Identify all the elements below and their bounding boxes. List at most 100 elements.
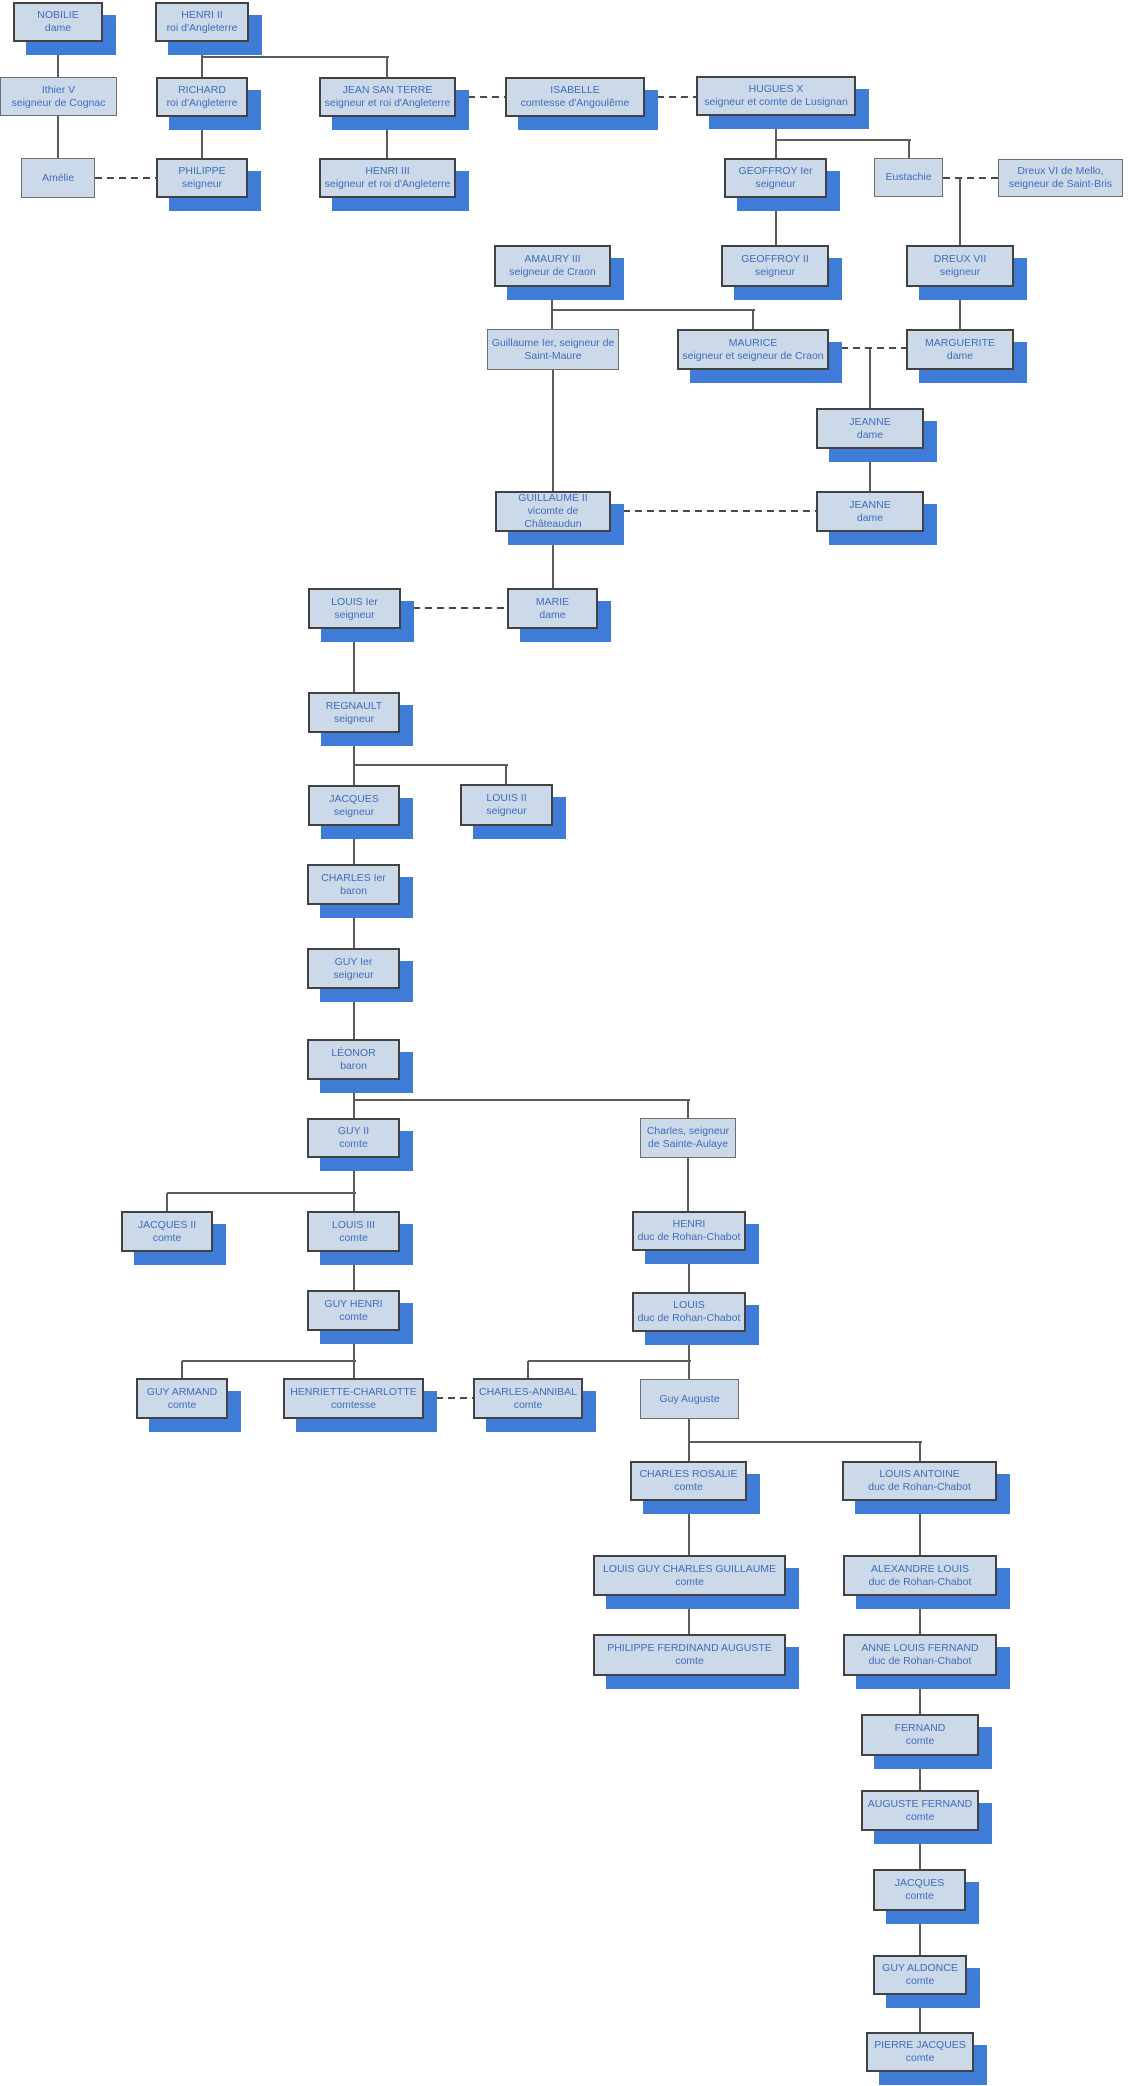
tree-node-charles-sainte-aulaye[interactable]: Charles, seigneur de Sainte-Aulaye (640, 1118, 736, 1158)
tree-node-louis-ii[interactable]: LOUIS II seigneur (460, 784, 553, 826)
tree-node-henri-ii[interactable]: HENRI II roi d'Angleterre (155, 2, 249, 42)
tree-node-geoffroy-ii[interactable]: GEOFFROY II seigneur (721, 245, 829, 287)
descent-connector-line (908, 140, 910, 158)
person-name: Guy Auguste (659, 1392, 720, 1405)
tree-node-guy-henri[interactable]: GUY HENRI comte (307, 1290, 400, 1331)
tree-node-fernand[interactable]: FERNAND comte (861, 1714, 979, 1756)
person-title: roi d'Angleterre (166, 97, 238, 109)
tree-node-philippe[interactable]: PHILIPPE seigneur (156, 158, 248, 198)
tree-node-guy-aldonce[interactable]: GUY ALDONCE comte (873, 1955, 967, 1995)
person-name: CHARLES ROSALIE (639, 1468, 738, 1480)
tree-node-pierre-jacques[interactable]: PIERRE JACQUES comte (866, 2032, 974, 2072)
person-name: MARGUERITE (924, 336, 995, 349)
descent-connector-line (353, 733, 355, 785)
tree-node-amaury-iii[interactable]: AMAURY III seigneur de Craon (494, 245, 611, 287)
person-name: Dreux VI de Mello, (1017, 165, 1104, 177)
tree-node-charles-ier[interactable]: CHARLES Ier baron (307, 864, 400, 905)
tree-node-marie[interactable]: MARIE dame (507, 588, 598, 629)
tree-node-jeanne-1[interactable]: JEANNE dame (816, 408, 924, 449)
tree-node-alexandre-louis[interactable]: ALEXANDRE LOUIS duc de Rohan-Chabot (843, 1555, 997, 1596)
person-name: HUGUES X (748, 83, 804, 95)
tree-node-louis-guy-charles-guillaume[interactable]: LOUIS GUY CHARLES GUILLAUME comte (593, 1555, 786, 1596)
person-name: CHARLES-ANNIBAL (478, 1385, 578, 1398)
person-title: seigneur et seigneur de Craon (682, 349, 824, 362)
marriage-connector-line (401, 607, 507, 609)
person-name: JEAN SAN TERRE (342, 84, 433, 96)
person-name: PIERRE JACQUES (874, 2039, 966, 2051)
person-title: comte (339, 1310, 368, 1323)
tree-node-nobilie[interactable]: NOBILIE dame (13, 2, 103, 42)
descent-connector-line (57, 116, 59, 158)
tree-node-guillaume-ier[interactable]: Guillaume Ier, seigneur de Saint-Maure (487, 329, 619, 370)
tree-node-jacques-comte[interactable]: JACQUES comte (873, 1869, 966, 1911)
tree-node-jacques-ii[interactable]: JACQUES II comte (121, 1211, 213, 1252)
tree-node-guy-ier[interactable]: GUY Ier seigneur (307, 948, 400, 989)
person-name: LOUIS II (486, 792, 527, 804)
tree-node-jacques-seigneur[interactable]: JACQUES seigneur (308, 785, 400, 826)
descent-connector-line (528, 1360, 691, 1362)
tree-node-henriette-charlotte[interactable]: HENRIETTE-CHARLOTTE comtesse (283, 1378, 424, 1419)
descent-connector-line (505, 765, 507, 784)
tree-node-charles-annibal[interactable]: CHARLES-ANNIBAL comte (473, 1378, 583, 1419)
tree-node-philippe-ferdinand-auguste[interactable]: PHILIPPE FERDINAND AUGUSTE comte (593, 1634, 786, 1676)
person-title: seigneur (754, 266, 796, 278)
person-name: LOUIS GUY CHARLES GUILLAUME (602, 1562, 777, 1575)
person-title: dame (856, 511, 884, 524)
person-name: LÉONOR (331, 1046, 376, 1059)
descent-connector-line (552, 309, 755, 311)
descent-connector-line (919, 1596, 921, 1634)
person-name: RICHARD (178, 84, 226, 96)
tree-node-guy-ii[interactable]: GUY II comte (307, 1118, 400, 1158)
descent-connector-line (919, 1911, 921, 1955)
person-title: seigneur de Saint-Bris (1008, 178, 1113, 190)
tree-node-jeanne-2[interactable]: JEANNE dame (816, 491, 924, 532)
tree-node-dreux-vi[interactable]: Dreux VI de Mello, seigneur de Saint-Bri… (998, 159, 1123, 197)
person-title: duc de Rohan-Chabot (868, 1481, 971, 1493)
tree-node-maurice[interactable]: MAURICE seigneur et seigneur de Craon (677, 329, 829, 370)
tree-node-louis-duc[interactable]: LOUIS duc de Rohan-Chabot (632, 1292, 746, 1332)
person-title: seigneur (939, 266, 981, 278)
tree-node-eustachie[interactable]: Eustachie (874, 158, 943, 197)
person-title: comte (339, 1231, 368, 1244)
person-name: DREUX VII (933, 253, 987, 265)
tree-node-guillaume-ii[interactable]: GUILLAUME II vicomte de Châteaudun (495, 491, 611, 532)
person-title: dame (44, 22, 72, 34)
descent-connector-line (869, 348, 871, 408)
descent-connector-line (386, 117, 388, 158)
descent-connector-line (919, 1676, 921, 1714)
person-title: comte (675, 1575, 704, 1588)
tree-node-dreux-vii[interactable]: DREUX VII seigneur (906, 245, 1014, 287)
tree-node-henri-iii[interactable]: HENRI III seigneur et roi d'Angleterre (319, 158, 456, 198)
tree-node-guy-auguste[interactable]: Guy Auguste (640, 1379, 739, 1419)
tree-node-amelie[interactable]: Amélie (21, 158, 95, 198)
person-name: JACQUES (894, 1877, 945, 1889)
tree-node-geoffroy-ier[interactable]: GEOFFROY Ier seigneur (724, 158, 827, 198)
tree-node-louis-iii[interactable]: LOUIS III comte (307, 1211, 400, 1252)
person-name: GEOFFROY II (741, 253, 809, 265)
person-name: PHILIPPE FERDINAND AUGUSTE (607, 1642, 772, 1654)
tree-node-ithier-v[interactable]: Ithier V seigneur de Cognac (0, 77, 117, 116)
person-title: baron (340, 1059, 367, 1072)
tree-node-leonor[interactable]: LÉONOR baron (307, 1039, 400, 1080)
person-title: seigneur de Craon (509, 266, 596, 278)
tree-node-richard[interactable]: RICHARD roi d'Angleterre (156, 77, 248, 117)
tree-node-auguste-fernand[interactable]: AUGUSTE FERNAND comte (861, 1790, 979, 1831)
tree-node-anne-louis-fernand[interactable]: ANNE LOUIS FERNAND duc de Rohan-Chabot (843, 1634, 997, 1676)
person-title: comte (905, 1735, 935, 1747)
tree-node-hugues-x[interactable]: HUGUES X seigneur et comte de Lusignan (696, 76, 856, 116)
tree-node-henri-duc[interactable]: HENRI duc de Rohan-Chabot (632, 1211, 746, 1251)
tree-node-marguerite[interactable]: MARGUERITE dame (906, 329, 1014, 370)
descent-connector-line (775, 116, 777, 140)
tree-node-jean-san-terre[interactable]: JEAN SAN TERRE seigneur et roi d'Anglete… (319, 77, 456, 117)
descent-connector-line (687, 1100, 689, 1118)
tree-node-louis-antoine[interactable]: LOUIS ANTOINE duc de Rohan-Chabot (842, 1461, 997, 1501)
tree-node-charles-rosalie[interactable]: CHARLES ROSALIE comte (630, 1461, 747, 1501)
person-name: AUGUSTE FERNAND (867, 1797, 973, 1810)
tree-node-isabelle[interactable]: ISABELLE comtesse d'Angoulême (505, 77, 645, 117)
descent-connector-line (919, 1442, 921, 1461)
person-name: Ithier V (41, 83, 76, 96)
person-name: JEANNE (849, 498, 891, 511)
tree-node-guy-armand[interactable]: GUY ARMAND comte (136, 1378, 228, 1419)
tree-node-louis-ier[interactable]: LOUIS Ier seigneur (308, 588, 401, 629)
tree-node-regnault[interactable]: REGNAULT seigneur (308, 692, 400, 733)
